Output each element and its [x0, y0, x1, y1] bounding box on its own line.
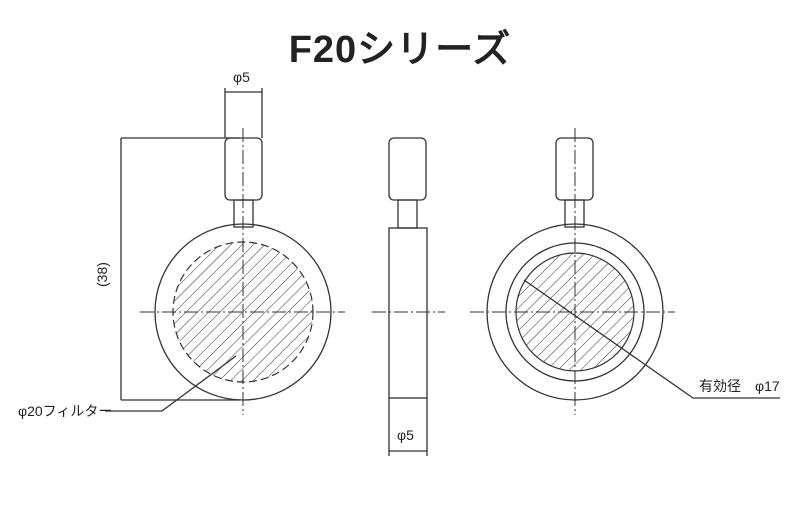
page-title: F20シリーズ	[288, 29, 512, 71]
dimension-height: (38)	[94, 137, 240, 401]
back-view-right	[470, 128, 675, 415]
leader-filter: φ20フィルター	[18, 355, 237, 419]
side-view	[372, 137, 445, 399]
dimension-thickness: φ5	[388, 398, 428, 456]
knob-width-label: φ5	[233, 69, 250, 85]
filter-label: φ20フィルター	[18, 403, 112, 419]
dimension-knob-width: φ5	[224, 69, 263, 138]
leader-effective-diameter: 有効径 φ17	[523, 279, 780, 399]
thickness-label: φ5	[397, 427, 414, 443]
front-view-left	[140, 128, 345, 415]
height-label: (38)	[94, 262, 110, 287]
effective-diameter-label: 有効径 φ17	[699, 378, 780, 394]
